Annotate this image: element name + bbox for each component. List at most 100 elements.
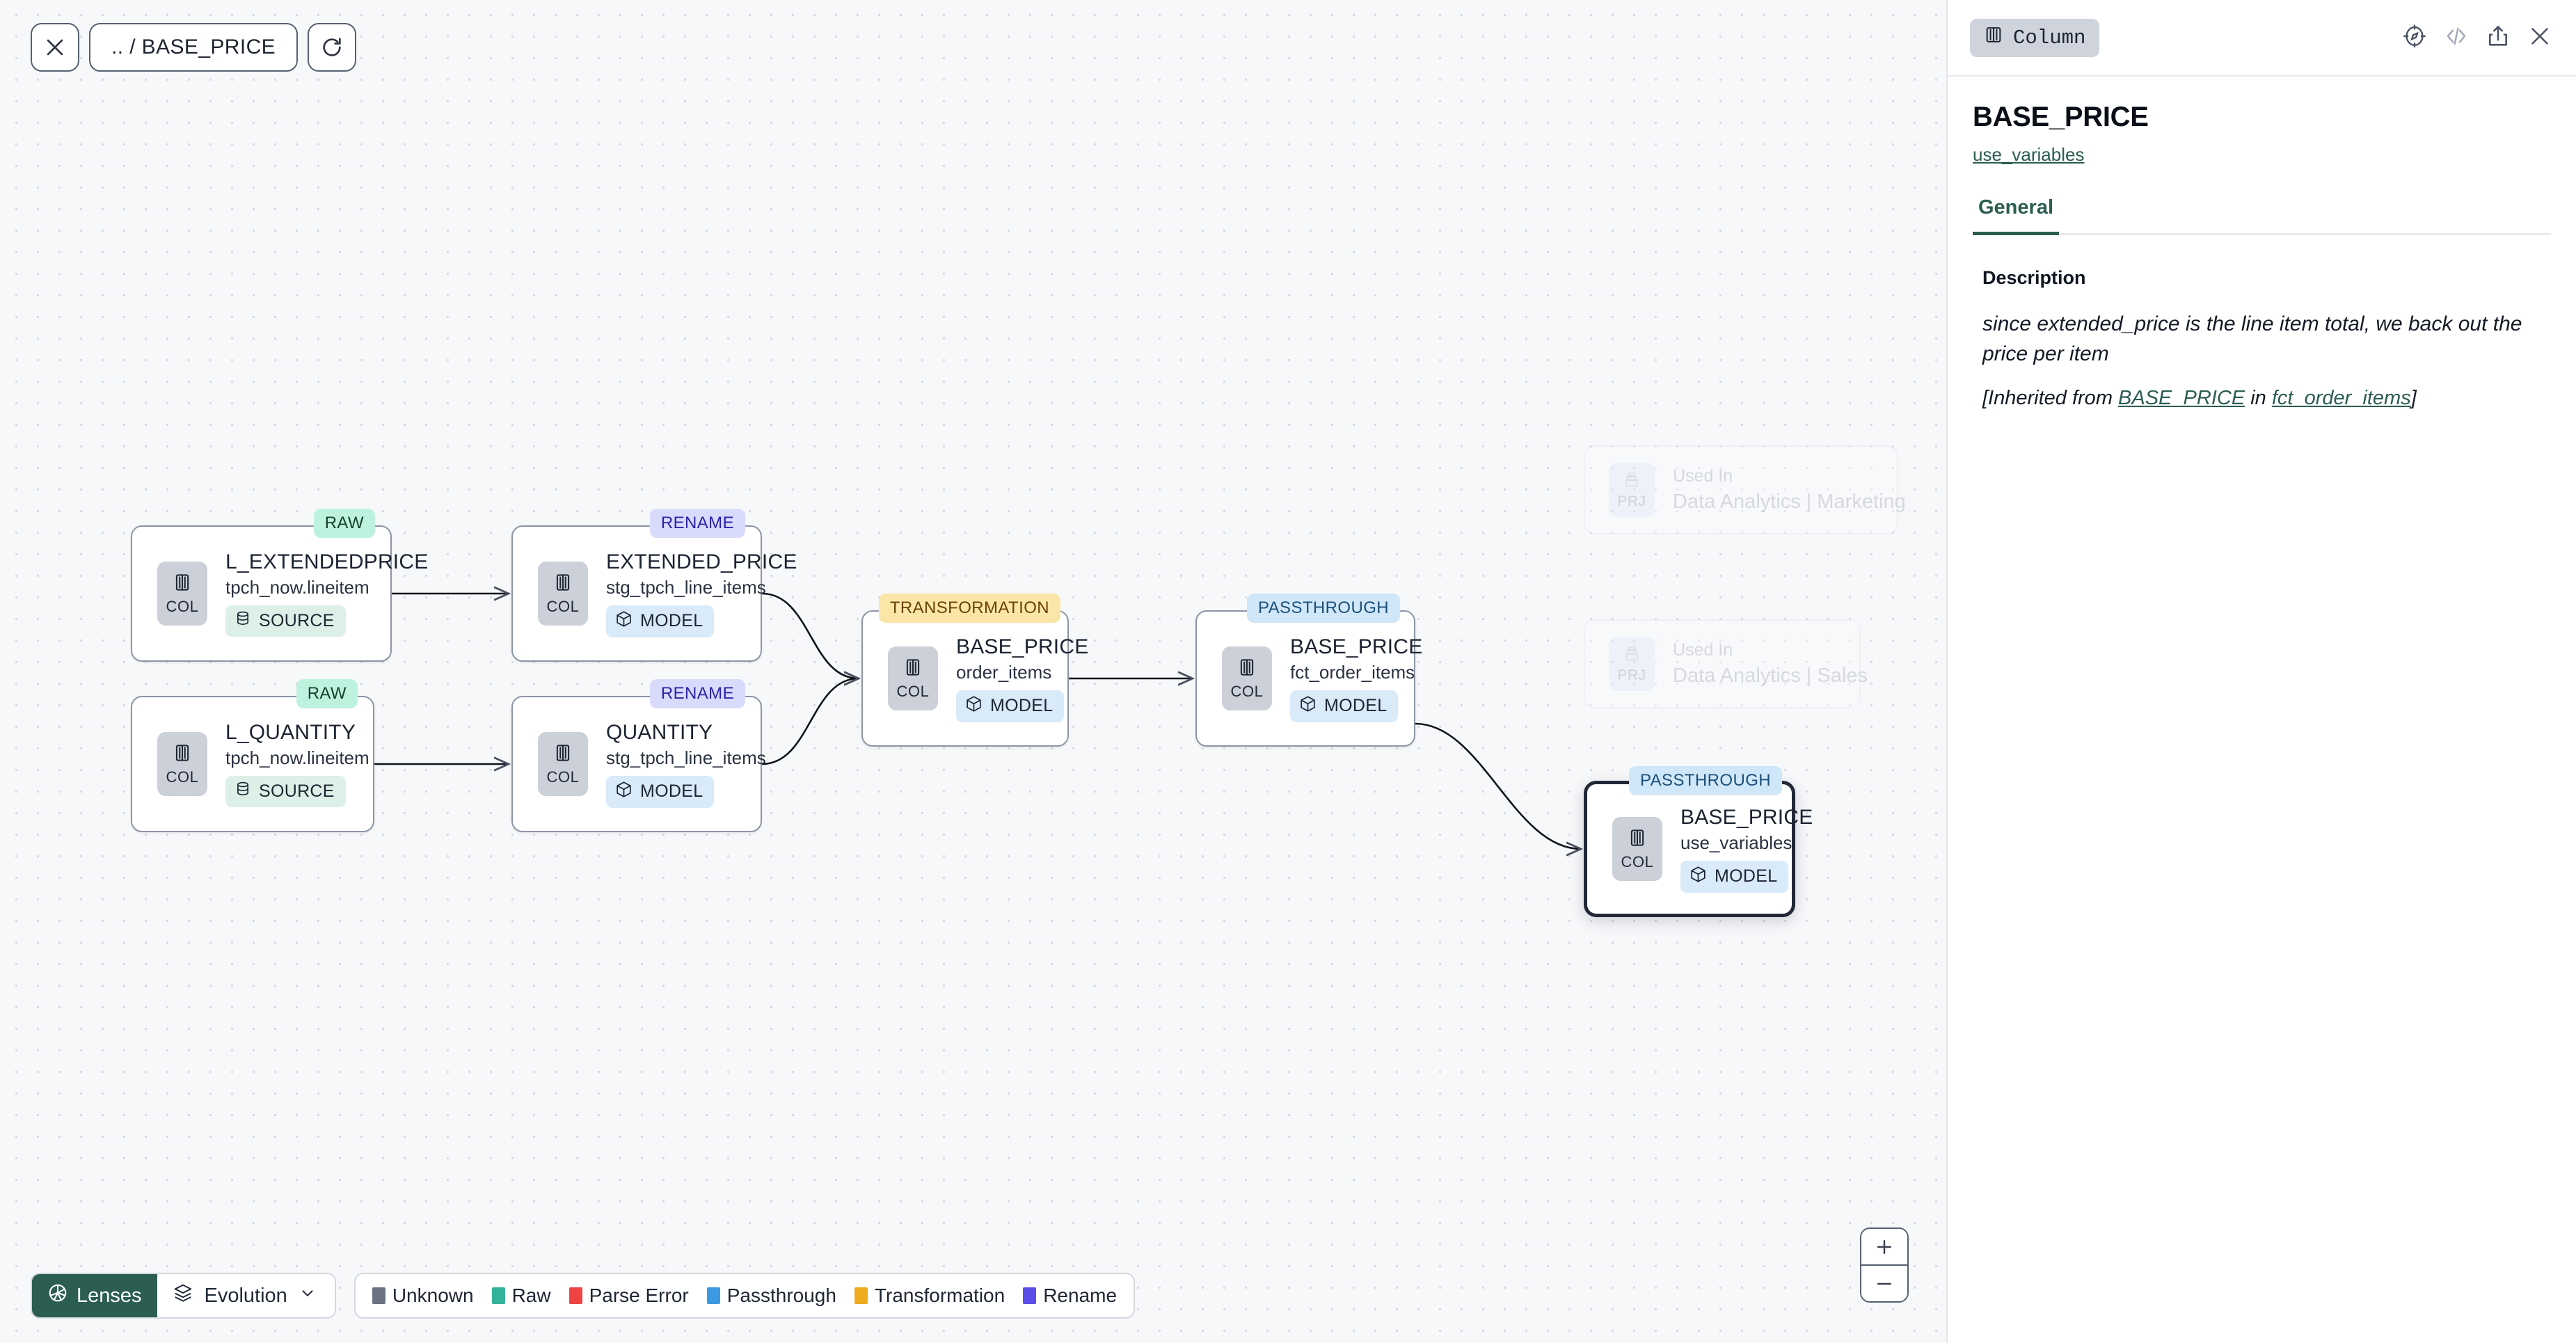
legend-swatch [854,1287,868,1304]
zoom-in-button[interactable] [1861,1229,1907,1264]
description-inherited-note: [Inherited from BASE_PRICE in fct_order_… [1982,387,2551,410]
node-asset-tag-label: MODEL [640,781,703,801]
legend-label: Transformation [874,1285,1005,1306]
node-subtitle: tpch_now.lineitem [225,577,369,598]
legend-label: Rename [1043,1285,1118,1306]
column-icon [903,657,923,681]
legend-swatch [706,1287,720,1304]
lenses-button[interactable]: Lenses [32,1274,157,1317]
lenses-label: Lenses [77,1284,142,1307]
node-kind-badge: PASSTHROUGH [1629,766,1782,795]
inherited-mid: in [2245,387,2272,410]
inherited-prefix: [Inherited from [1982,387,2119,410]
node-subtitle: use_variables [1680,832,1792,853]
breadcrumb[interactable]: .. / BASE_PRICE [89,23,299,72]
node-subtitle: fct_order_items [1290,661,1415,683]
close-panel-icon[interactable] [2527,24,2552,52]
column-icon [172,742,193,767]
project-icon [1622,644,1641,667]
description-text: since extended_price is the line item to… [1982,312,2522,365]
node-asset-tag: MODEL [956,690,1065,722]
column-icon [1984,25,2003,51]
used-in-texts: Used In Data Analytics | Marketing [1673,466,1906,514]
legend-label: Raw [511,1285,551,1306]
cube-icon [614,610,633,633]
project-icon [1622,470,1641,493]
details-panel: Column [1946,0,2576,1343]
evolution-dropdown[interactable]: Evolution [157,1274,335,1317]
node-asset-tag: MODEL [606,775,715,808]
column-type-chip: COL [1612,817,1662,881]
breadcrumb-label: .. / BASE_PRICE [111,35,276,58]
node-name: L_QUANTITY [225,721,356,744]
canvas-top-controls: .. / BASE_PRICE [31,23,357,72]
column-chip-label: COL [1230,682,1264,700]
parent-model-link[interactable]: use_variables [1973,144,2085,165]
node-name: BASE_PRICE [1290,635,1423,658]
panel-toolbar: Column [1948,0,2576,77]
node-asset-tag-label: SOURCE [259,611,335,630]
used-in-title: Data Analytics | Marketing [1673,491,1906,513]
column-chip-label: COL [546,768,580,786]
node-kind-badge: TRANSFORMATION [878,594,1060,623]
cube-icon [1689,865,1708,889]
node-asset-tag: MODEL [606,605,715,637]
used-in-kicker: Used In [1673,640,1733,660]
compass-icon[interactable] [2402,24,2427,52]
legend-item: Transformation [854,1285,1005,1307]
description-label: Description [1982,267,2086,288]
panel-tabs: General [1973,196,2551,235]
column-type-chip: COL [157,732,207,796]
column-chip-label: COL [166,768,199,786]
legend-item: Rename [1023,1285,1117,1307]
entity-type-chip[interactable]: Column [1970,18,2100,57]
used-in-kicker: Used In [1673,466,1733,486]
node-asset-tag: MODEL [1680,860,1789,893]
zoom-out-button[interactable] [1861,1264,1907,1301]
node-asset-tag-label: MODEL [990,696,1054,715]
node-asset-tag: SOURCE [225,776,346,807]
node-subtitle: tpch_now.lineitem [225,747,369,768]
node-subtitle: stg_tpch_line_items [606,747,766,768]
column-chip-label: COL [546,597,580,615]
legend-swatch [491,1287,505,1304]
column-type-chip: COL [888,646,938,710]
share-icon[interactable] [2486,24,2511,52]
database-icon [234,780,252,803]
panel-header: BASE_PRICE use_variables [1948,77,2576,166]
column-type-chip: COL [538,732,588,796]
code-icon[interactable] [2444,24,2469,52]
tab-general[interactable]: General [1973,196,2059,235]
description-section: Description since extended_price is the … [1948,235,2576,410]
inherited-column-link[interactable]: BASE_PRICE [2118,387,2245,410]
column-type-chip: COL [1222,646,1272,710]
close-graph-button[interactable] [31,23,79,72]
node-name: BASE_PRICE [956,635,1089,658]
column-icon [172,572,193,596]
refresh-button[interactable] [308,23,357,72]
database-icon [234,610,252,633]
column-icon [552,572,573,596]
inherited-model-link[interactable]: fct_order_items [2271,387,2411,410]
evolution-label: Evolution [204,1284,287,1307]
node-name: EXTENDED_PRICE [606,550,797,573]
